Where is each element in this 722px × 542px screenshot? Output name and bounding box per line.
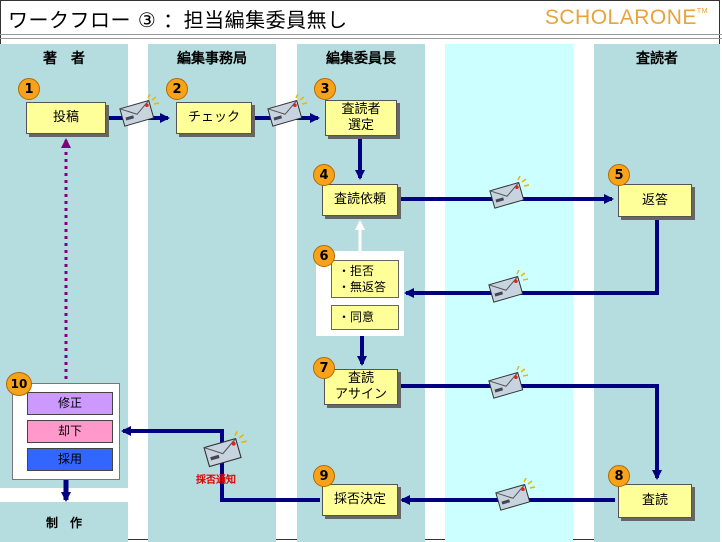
step-3-badge: 3 [314,78,336,100]
logo-tm: TM [696,8,708,15]
option-decline: ・拒否 [338,264,375,278]
lane-author-title: 著 者 [43,51,85,67]
decision-notice-label: 採否通知 [196,475,236,486]
step-select-reviewer-line1: 査読者 [341,102,381,117]
envelope-icon [267,94,308,127]
envelope-icon [119,94,160,127]
step-check: チェック [176,102,252,134]
step-submit-label: 投稿 [52,110,79,125]
step-review-assign-line2: アサイン [334,387,387,402]
page-title: ワークフロー ③ ：担当編集委員無し [8,8,348,32]
result-revise: 修正 [27,392,113,415]
step-4-badge: 4 [313,164,335,186]
result-reject: 却下 [27,420,113,443]
step-decision: 採否決定 [322,484,398,516]
option-decline-no-reply: ・拒否 ・無返答 [331,260,399,298]
envelope-icon [495,478,536,511]
step-review-request-label: 査読依頼 [333,192,386,207]
arrow-9-10 [121,426,320,502]
step-1-badge: 1 [18,78,40,100]
title-divider [0,34,722,35]
step-reply: 返答 [618,184,692,217]
step-6-badge: 6 [313,245,335,267]
envelope-icon [489,176,530,209]
production-label: 制 作 [45,516,82,530]
result-accept: 採用 [27,448,113,471]
scholarone-logo: SCHOLARONETM [545,6,708,30]
step-review: 査読 [618,484,692,518]
step-8-badge: 8 [608,465,630,487]
step-review-request: 査読依頼 [322,184,398,216]
option-agree: ・同意 [331,305,399,330]
step-review-assign-line1: 査読 [347,371,374,386]
title-separator [0,38,722,39]
lane-office-title: 編集事務局 [177,51,247,67]
step-reply-label: 返答 [641,192,668,208]
step-7-badge: 7 [313,357,335,379]
lane-chief-title: 編集委員長 [326,51,396,67]
option-agree-label: ・同意 [338,310,375,324]
step-check-label: チェック [187,110,240,125]
step-review-label: 査読 [641,493,668,508]
step-10-badge: 10 [6,372,32,396]
logo-text: SCHOLARONE [544,6,697,29]
arrow-5-6 [404,218,659,298]
lane-reviewer-title: 査読者 [636,51,678,67]
step-submit: 投稿 [26,102,106,134]
step-select-reviewer: 査読者 選定 [325,100,397,136]
arrow-7-8 [399,384,662,480]
option-no-reply: ・無返答 [338,280,387,294]
step-decision-label: 採否決定 [333,492,386,507]
step-2-badge: 2 [166,78,188,100]
envelope-icon [203,431,248,468]
envelope-icon [488,270,529,303]
envelope-icon [488,366,529,399]
step-select-reviewer-line2: 選定 [347,118,374,133]
step-5-badge: 5 [608,164,630,186]
step-9-badge: 9 [313,465,335,487]
step-review-assign: 査読 アサイン [324,369,398,405]
